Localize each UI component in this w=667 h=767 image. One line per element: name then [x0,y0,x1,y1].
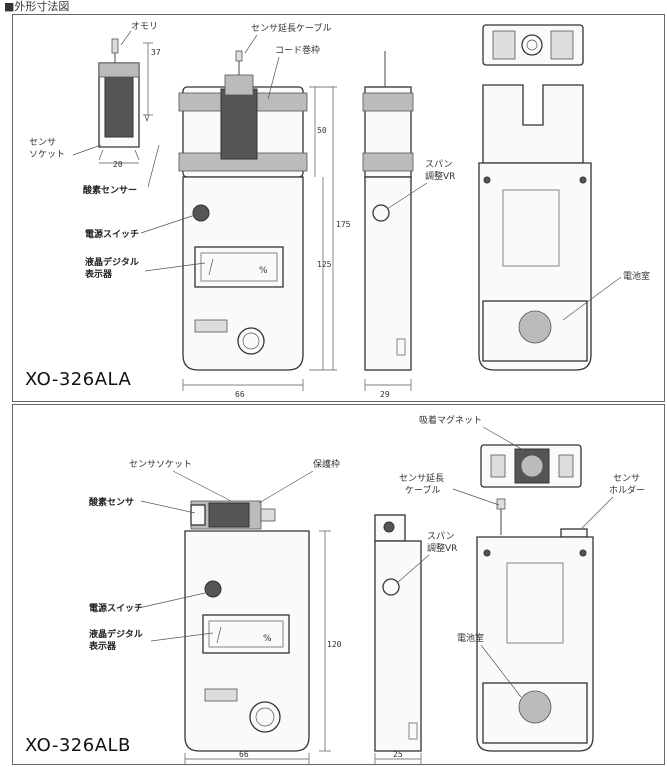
label-sensor-cable-b-2: ケーブル [405,484,440,496]
label-sensor-cable: センサ延長ケーブル [251,22,331,34]
label-weight: オモリ [131,21,158,32]
dim-29: 29 [380,390,390,399]
page-header: ■外形寸法図 [4,0,70,13]
label-sensor-socket-2: ソケット [29,149,65,160]
label-lcd-b-1: 液晶デジタル [89,628,143,640]
label-sensor-cable-b-1: センサ延長 [399,472,444,484]
label-oxygen-sensor: 酸素センサー [83,184,137,196]
main-unit-front: % 66 50 125 175 [178,50,351,399]
dim-50: 50 [317,126,327,135]
label-span-a-1: スパン [425,159,452,170]
panel-xo-326alb: % 66 120 センサソケット 保護枠 酸素センサ 電源スイッチ 液晶デジタル… [12,404,665,765]
label-protective: 保護枠 [313,458,340,470]
main-unit-side-b: 25 [374,514,422,765]
label-magnet: 吸着マグネット [419,414,482,426]
model-name-a: XO-326ALA [25,369,131,390]
label-sensor-holder-1: センサ [613,473,640,484]
label-battery-b: 電池室 [457,632,484,644]
lcd-percent-b: % [263,634,272,644]
diagram-xo-326ala: 37 オモリ センサ ソケット 20 酸素センサー % 66 50 125 [25,21,650,399]
label-span-b-1: スパン [427,531,454,542]
model-name-b: XO-326ALB [25,735,131,756]
label-sensor-holder-2: ホルダー [609,484,645,496]
label-sensor-socket-1: センサ [29,137,56,148]
dim-125: 125 [317,260,332,269]
lcd-percent-a: % [259,266,268,276]
label-span-a-2: 調整VR [425,170,455,182]
label-lcd-b-2: 表示器 [88,640,117,652]
label-power-switch-b: 電源スイッチ [89,602,143,614]
label-battery-a: 電池室 [623,270,650,282]
dim-20: 20 [113,160,123,169]
main-unit-back [478,24,592,371]
main-unit-back-b [476,444,594,752]
diagram-xo-326alb: % 66 120 センサソケット 保護枠 酸素センサ 電源スイッチ 液晶デジタル… [25,414,645,765]
main-unit-side: 29 [362,51,414,399]
label-cord-holder: コード巻枠 [275,44,320,56]
dim-120: 120 [327,640,342,649]
dim-66-b: 66 [239,750,249,759]
label-span-b-2: 調整VR [427,542,457,554]
sensor-assembly: 37 [98,38,161,161]
dim-25: 25 [393,750,403,759]
label-lcd-a-1: 液晶デジタル [85,256,139,268]
dim-66-a: 66 [235,390,245,399]
label-lcd-a-2: 表示器 [84,268,113,280]
panel-xo-326ala: 37 オモリ センサ ソケット 20 酸素センサー % 66 50 125 [12,14,665,402]
main-unit-front-b: % 66 120 [184,500,342,765]
dim-37: 37 [151,48,161,57]
dim-175: 175 [336,220,351,229]
label-sensor-socket-b: センサソケット [129,459,192,470]
label-oxygen-sensor-b: 酸素センサ [89,496,134,508]
label-power-switch-a: 電源スイッチ [85,228,139,240]
